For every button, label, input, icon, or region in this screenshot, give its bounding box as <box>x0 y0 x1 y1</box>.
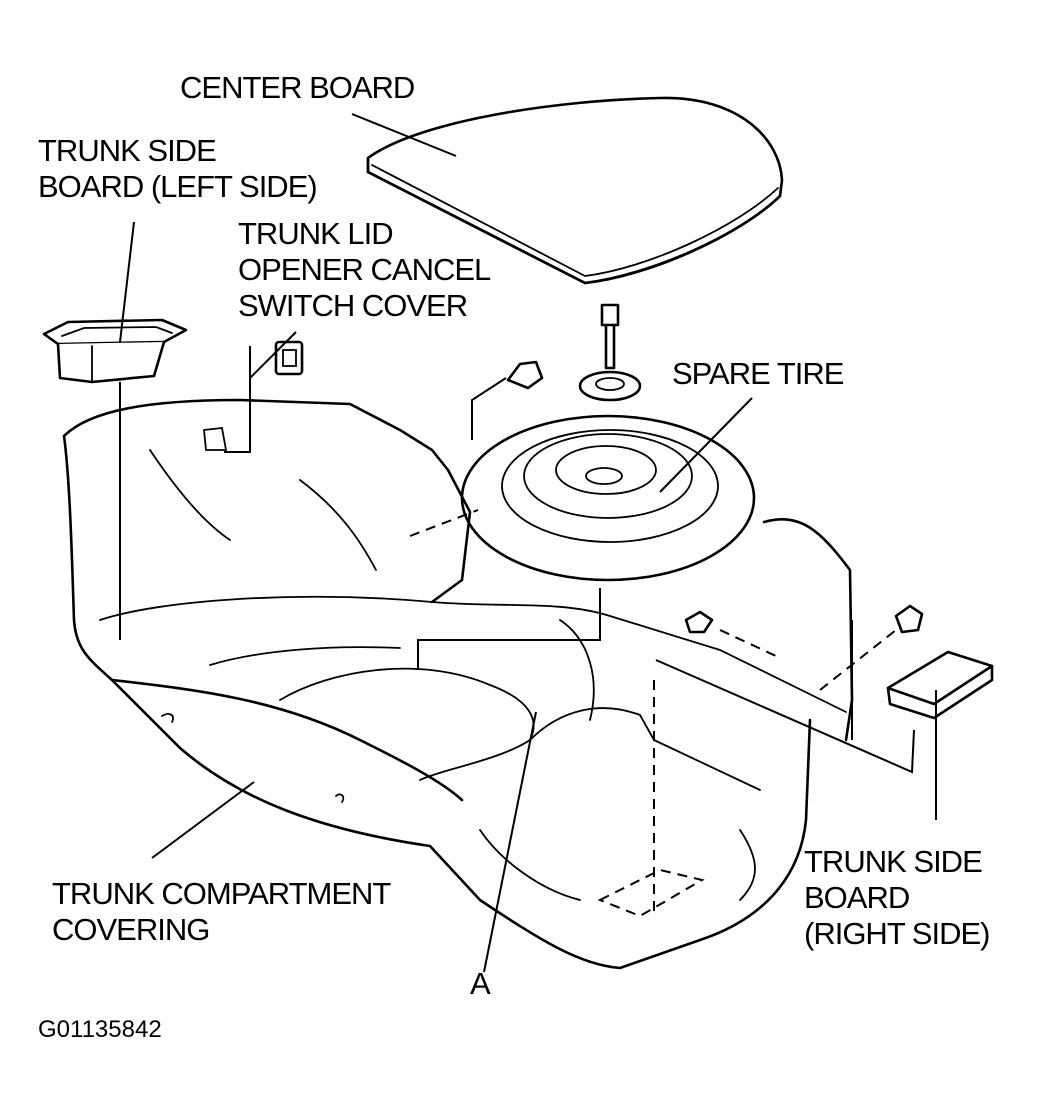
assembly-lines <box>409 509 897 918</box>
label-center-board: CENTER BOARD <box>180 70 415 105</box>
label-trunk-compartment-covering: TRUNK COMPARTMENT COVERING <box>52 876 391 948</box>
label-line: TRUNK SIDE <box>804 844 983 879</box>
label-line: TRUNK COMPARTMENT <box>52 876 391 911</box>
label-line: BOARD (LEFT SIDE) <box>38 169 318 204</box>
trunk-side-board-right-part <box>886 650 994 720</box>
hold-down-bolt-part <box>578 303 642 402</box>
leader-lines <box>119 113 937 973</box>
label-trunk-side-board-left: TRUNK SIDE BOARD (LEFT SIDE) <box>38 133 318 205</box>
label-line: BOARD <box>804 880 910 915</box>
label-spare-tire: SPARE TIRE <box>672 356 844 391</box>
label-line: SWITCH COVER <box>238 288 468 323</box>
switch-cover-part <box>274 340 304 376</box>
label-trunk-side-board-right: TRUNK SIDE BOARD (RIGHT SIDE) <box>804 844 990 952</box>
label-trunk-lid-opener-cancel-switch-cover: TRUNK LID OPENER CANCEL SWITCH COVER <box>238 216 491 324</box>
label-point-a: A <box>470 966 491 1001</box>
label-line: OPENER CANCEL <box>238 252 491 287</box>
trunk-side-board-left-part <box>42 318 188 384</box>
clip-fasteners <box>506 360 924 634</box>
label-line: TRUNK LID <box>238 216 394 251</box>
center-board-part <box>366 96 784 285</box>
label-line: COVERING <box>52 912 210 947</box>
trunk-compartment-covering-part <box>62 398 854 970</box>
label-line: TRUNK SIDE <box>38 133 217 168</box>
figure-code: G01135842 <box>38 1016 162 1043</box>
label-line: (RIGHT SIDE) <box>804 916 990 951</box>
